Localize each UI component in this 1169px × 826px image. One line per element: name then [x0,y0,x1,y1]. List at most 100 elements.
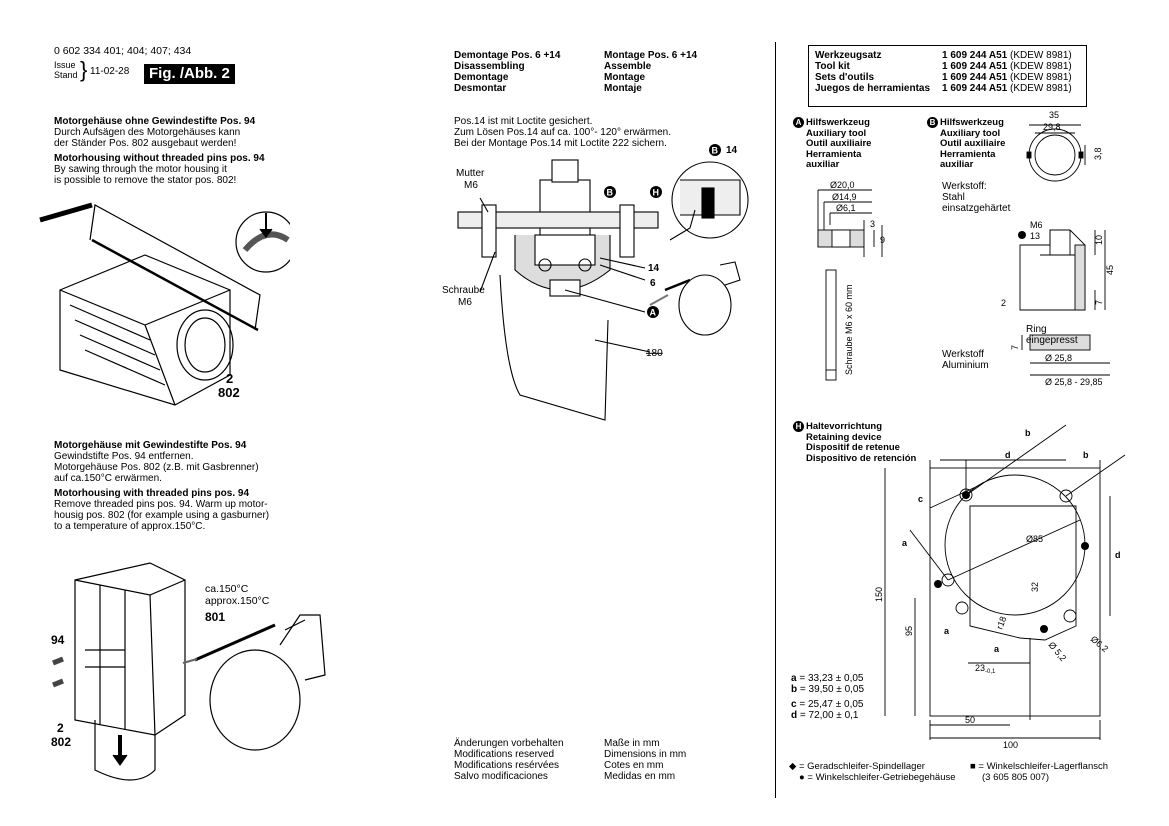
temp-de: ca.150°C [205,583,249,595]
note-line: Zum Lösen Pos.14 auf ca. 100°- 120° erwä… [454,127,672,138]
section-title: Motorgehäuse mit Gewindestifte Pos. 94 [54,440,247,451]
footer-line: Dimensions in mm [604,749,687,760]
label-14-detail: 14 [726,145,738,156]
circle-icon: ● [799,771,805,783]
label-94: 94 [51,633,65,647]
material-line: einsatzgehärtet [942,203,1011,214]
werkstoff-aluminium: Werkstoff Aluminium [942,349,989,371]
toolkit-code: (KDEW 8981) [1010,61,1072,72]
section-1-text: Motorgehäuse ohne Gewindestifte Pos. 94 … [54,116,374,186]
header-line: Assemble [604,61,652,72]
label-2: 2 [226,371,233,386]
ring-line: eingepresst [1026,335,1078,346]
toolkit-name: Tool kit [815,61,850,72]
text-line: auf ca.150°C erwärmen. [54,473,162,484]
badge-H: H [653,188,660,198]
dim-d62: Ø6,2 [1089,634,1110,654]
section-title: Motorhousing with threaded pins pos. 94 [54,488,250,499]
dim-150: 150 [874,587,884,602]
label-2b: 2 [57,721,64,735]
temp-en: approx.150°C [205,595,270,607]
dim-a3: a [994,644,1000,654]
tool-line: Retaining device [806,431,882,443]
tool-line: Outil auxiliaire [806,138,872,150]
toolkit-code: (KDEW 8981) [1010,72,1072,83]
issue-block: Issue Stand [54,60,78,80]
toolkit-code: (KDEW 8981) [1010,50,1072,61]
loctite-note: Pos.14 ist mit Loctite gesichert. Zum Lö… [454,116,671,149]
dim-d2: d [1115,550,1121,560]
text-line: Gewindstifte Pos. 94 entfernen. [54,451,194,462]
ring-note: Ring eingepresst [1026,324,1078,346]
footer-line: Salvo modificaciones [454,771,548,782]
tool-line: Haltevorrichtung [806,421,883,433]
tol-value: = 39,50 ± 0,05 [797,684,865,695]
legend-right: ■ = Winkelschleifer-Lagerflansch (3 605 … [970,761,1109,783]
label-m6-screw: M6 [458,297,472,308]
header-line: Disassembling [454,61,525,72]
header-line: Demontage [454,72,509,83]
footer-line: Änderungen vorbehalten [454,738,564,749]
legend-line: = Winkelschleifer-Lagerflansch [978,761,1109,772]
header-line: Demontage Pos. 6 +14 [454,50,561,61]
label-14: 14 [648,263,660,274]
badge-B: B [607,188,614,198]
dim-h9: 9 [880,235,885,245]
assembly-header: Montage Pos. 6 +14 Assemble Montage Mont… [604,50,697,94]
tool-line: Dispositif de retenue [806,442,900,454]
toolkit-table: Werkzeugsatz Tool kit Sets d'outils Jueg… [808,45,1087,107]
figure-badge: Fig. /Abb. 2 [144,64,235,84]
label-802: 802 [218,385,240,400]
dim-d149: Ø14,9 [832,192,857,202]
dim-h38: 3,8 [1093,147,1103,160]
dim-d52: Ø 5,2 [1046,640,1068,663]
tool-B-drawing: 35 29,8 3,8 [1026,110,1103,182]
pin-marker [1081,542,1089,550]
legend-line: = Geradschleifer-Spindellager [798,761,925,772]
dim-23-value: 23 [975,663,985,673]
badge-A: A [793,117,804,128]
dim-100: 100 [1003,740,1018,750]
badge-B2-circle [709,144,721,156]
issue-label: Issue [54,60,76,70]
heating-illustration: ca.150°C approx.150°C 801 94 2 802 [51,562,326,781]
toolkit-name: Juegos de herramientas [815,83,931,94]
tool-B-section: M6 13 10 45 7 7 Ø 25,8 Ø 25,8 - 29,85 [1010,220,1115,387]
tool-line: Hilfswerkzeug [940,117,1004,129]
stand-label: Stand [54,70,78,80]
assembly-drawing: B H A B 14 Mutter M6 Schraube M6 14 6 18… [442,144,749,421]
badge-B: B [927,117,938,128]
header-line: Montaje [604,83,642,94]
dim-d20: Ø20,0 [830,180,855,190]
footer-line: Medidas en mm [604,771,676,782]
dim-95: 95 [904,626,914,636]
pin-marker [934,580,942,588]
tool-line: auxiliar [806,159,840,171]
tool-A-drawing: Ø20,0 Ø14,9 Ø6,1 3 9 Schraube M6 x 60 mm [817,180,885,381]
brace: } [80,57,88,82]
text-line: Durch Aufsägen des Motorgehäuses kann [54,127,241,138]
dim-d61: Ø6,1 [836,203,856,213]
tol-key: b [791,684,798,695]
footer-line: Modifications reserved [454,749,555,760]
tool-line: Herramienta [806,148,862,160]
section-title: Motorhousing without threaded pins pos. … [54,153,265,164]
dim-50: 50 [965,715,975,725]
tool-line: Auxiliary tool [940,127,1001,139]
dim-32: 32 [1030,582,1040,592]
dim-h2: 2 [1001,298,1007,308]
tol-value: = 33,23 ± 0,05 [796,673,864,684]
material-line: Werkstoff [942,349,984,360]
dim-d1: d [1005,450,1011,460]
column-divider [775,42,776,798]
section-title: Motorgehäuse ohne Gewindestifte Pos. 94 [54,116,256,127]
retaining-plate-drawing: b b d d c a a a Ø85 32 r18 Ø 5,2 Ø6,2 23… [874,424,1126,750]
dim-h7: 7 [1094,300,1104,305]
screw-label: Schraube M6 x 60 mm [844,284,854,375]
dim-a2: a [944,626,950,636]
text-line: Motorgehäuse Pos. 802 (z.B. mit Gasbrenn… [54,462,259,473]
dim-h45: 45 [1105,265,1115,275]
dim-w298: 29,8 [1043,122,1061,132]
tol-value: = 25,47 ± 0,05 [796,699,864,710]
